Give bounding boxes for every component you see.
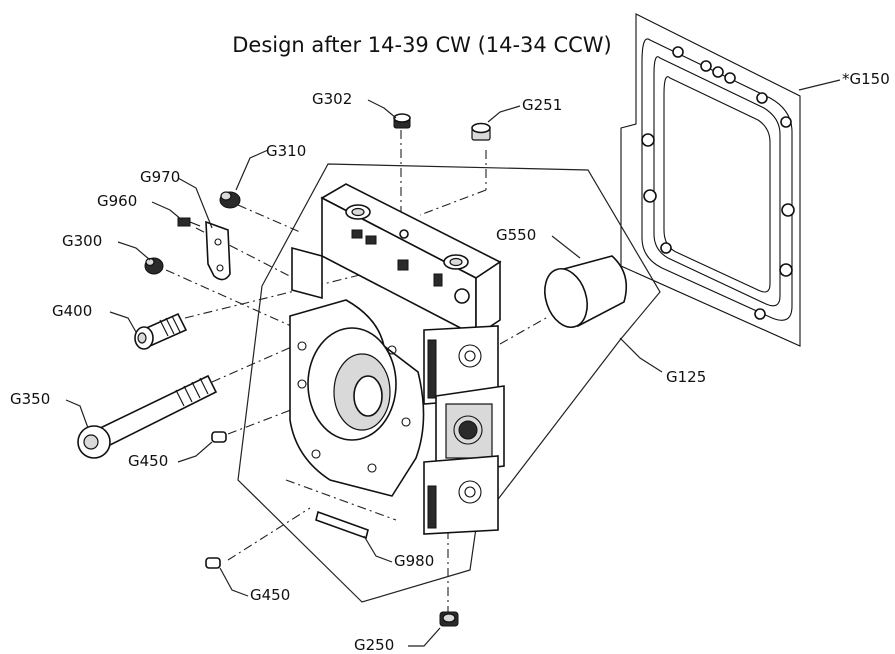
label-g970: G970: [140, 168, 180, 186]
label-g251: G251: [522, 96, 562, 114]
label-g400: G400: [52, 302, 92, 320]
bracket-g970: [205, 220, 231, 281]
label-g150: *G150: [842, 70, 890, 88]
label-g550: G550: [496, 226, 536, 244]
leader-lines: [65, 79, 841, 647]
bolt-g400: [134, 312, 188, 350]
label-g250: G250: [354, 636, 394, 654]
gasket-g150-drawing: [620, 13, 801, 347]
bolt-g350: [77, 374, 218, 459]
g125-group-outline: [237, 163, 661, 603]
label-g125: G125: [666, 368, 706, 386]
label-g960: G960: [97, 192, 137, 210]
screw-g300: [144, 257, 164, 275]
screw-g310: [219, 191, 241, 209]
sleeve-g550: [544, 255, 628, 328]
pin-g450-lower: [205, 557, 221, 569]
label-g300: G300: [62, 232, 102, 250]
screw-g960: [177, 217, 201, 227]
assembly-axes: [165, 130, 547, 612]
plug-g251: [471, 122, 491, 141]
label-g310: G310: [266, 142, 306, 160]
label-g350: G350: [10, 390, 50, 408]
label-g980: G980: [394, 552, 434, 570]
label-g450-lower: G450: [250, 586, 290, 604]
pin-g450-upper: [211, 431, 227, 443]
pin-g980: [315, 510, 369, 540]
housing-body-g125: [289, 183, 505, 535]
plug-g250: [439, 611, 459, 627]
label-g450-upper: G450: [128, 452, 168, 470]
diagram-title: Design after 14-39 CW (14-34 CCW): [232, 33, 612, 57]
plug-g302: [393, 113, 411, 129]
label-g302: G302: [312, 90, 352, 108]
